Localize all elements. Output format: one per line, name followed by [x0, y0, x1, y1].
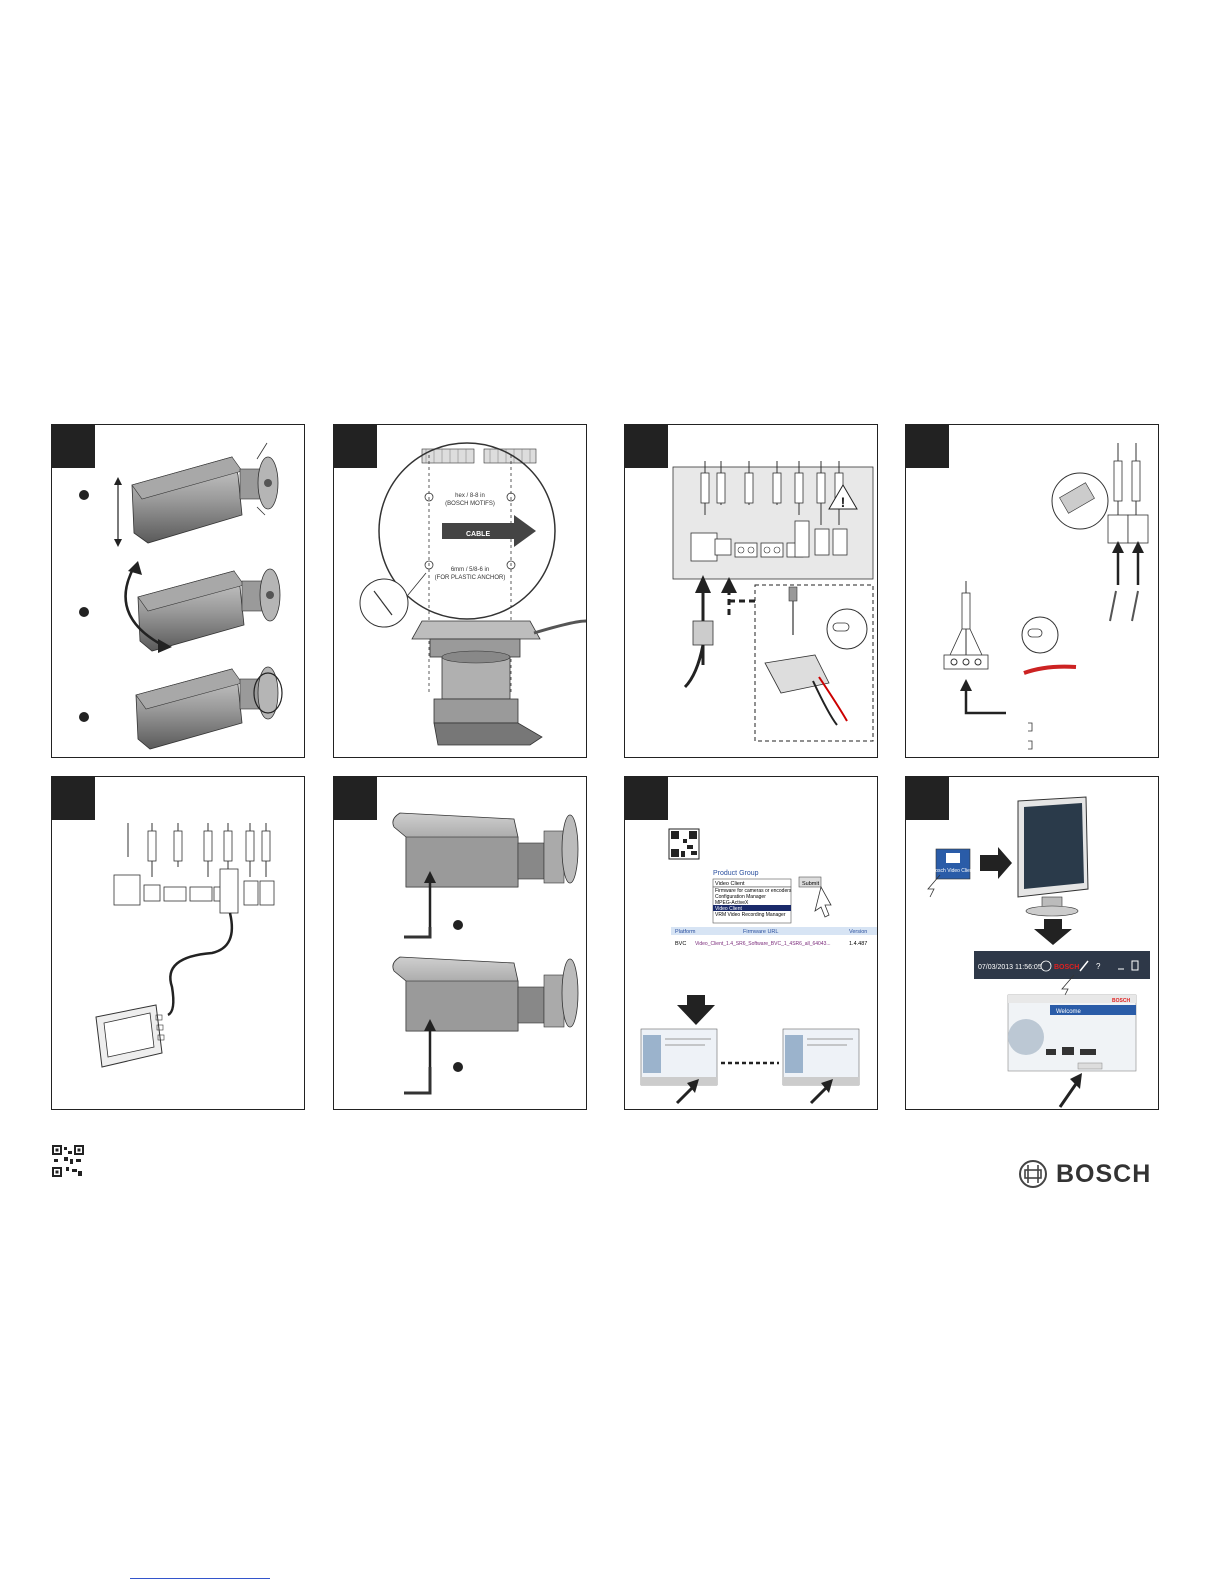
dropdown-option[interactable]: Firmware for cameras or encoders — [715, 888, 792, 894]
step-3-tab — [625, 425, 668, 468]
help-icon[interactable]: ? — [1096, 962, 1101, 971]
down-arrow-icon — [677, 1005, 715, 1025]
select-value: Video Client — [715, 881, 745, 887]
welcome-title: Welcome — [1056, 1009, 1082, 1015]
red-wire-icon — [1023, 664, 1077, 675]
wiring-illustration: ! — [672, 461, 874, 742]
cable-arrow-icon — [442, 515, 536, 547]
step-4-panel — [905, 424, 1159, 758]
camera-3-icon — [135, 666, 283, 750]
step-1-bullet-icon — [453, 920, 463, 930]
camera-adjust-illustration — [79, 442, 283, 750]
installer-screen-1 — [640, 1028, 718, 1086]
firmware-link[interactable]: Video_Client_1.4_SR6_Software_BVC_1_4SR6… — [695, 941, 831, 947]
svg-text:!: ! — [841, 494, 846, 510]
warning-icon — [828, 484, 858, 510]
dropdown-option[interactable]: Configuration Manager — [715, 894, 766, 900]
terminal-block-icon — [764, 654, 830, 694]
mount-base-icon — [411, 619, 586, 746]
step-5-tab — [52, 777, 95, 820]
footer-link-underline — [130, 1578, 270, 1579]
click-arrow-icon — [1058, 1080, 1080, 1108]
down-arrow-icon — [1034, 929, 1072, 945]
bosch-footer-logo: BOSCH — [1018, 1156, 1151, 1192]
step-2-bullet-icon — [453, 1062, 463, 1072]
strip-wire-icon — [826, 608, 868, 650]
dropdown-option[interactable]: VRM Video Recording Manager — [715, 912, 786, 918]
hole-size-label: hex / 8-8 in — [455, 493, 485, 499]
bosch-armature-icon — [1019, 1160, 1047, 1188]
cursor-icon — [814, 885, 832, 918]
table-header-platform: Platform — [675, 929, 696, 935]
camera-2-icon — [137, 568, 281, 652]
step-6-panel — [333, 776, 587, 1110]
exit-icon[interactable] — [1131, 960, 1139, 971]
settings-wrench-icon[interactable] — [1079, 960, 1089, 972]
step-4-tab — [906, 425, 949, 468]
client-toolbar — [974, 951, 1150, 979]
installer-screen-2 — [782, 1028, 860, 1086]
mounting-template-illustration: hex / 8-8 in (BOSCH MOTIFS) CABLE 6mm / … — [359, 442, 586, 746]
step-1-bullet-icon — [79, 490, 89, 500]
step-2-panel: hex / 8-8 in (BOSCH MOTIFS) CABLE 6mm / … — [333, 424, 587, 758]
rj45-connector — [113, 874, 141, 906]
alarm-terminal-icon — [943, 654, 989, 670]
client-brand: BOSCH — [1054, 964, 1079, 971]
launch-client-illustration: Bosch Video Client 07/03/2013 11:56:05 B… — [927, 796, 1150, 1108]
cable-label: CABLE — [466, 531, 490, 538]
step-8-tab — [906, 777, 949, 820]
step-2-tab — [334, 425, 377, 468]
camera-side-1-icon — [392, 812, 579, 888]
monitor-cable — [167, 912, 234, 1017]
step-2-bullet-icon — [79, 607, 89, 617]
step-1-tab — [52, 425, 95, 468]
bosch-wordmark: BOSCH — [1056, 1159, 1152, 1188]
focus-adjust-illustration — [392, 812, 579, 1095]
allen-key-icon — [404, 927, 432, 939]
camera-side-2-icon — [392, 956, 579, 1032]
bosch-logo-icon — [1040, 960, 1052, 972]
anchor-size-label: 6mm / 5/8-6 in — [451, 567, 489, 573]
step-7-tab — [625, 777, 668, 820]
table-cell: BVC — [675, 941, 686, 947]
welcome-button[interactable] — [1077, 1062, 1103, 1070]
welcome-brand: BOSCH — [1112, 998, 1130, 1004]
drill-detail-icon — [359, 578, 409, 628]
qr-code-icon — [52, 1145, 84, 1177]
dropdown-option[interactable]: Video Client — [715, 906, 742, 912]
step-5-panel — [51, 776, 305, 1110]
dropdown-option[interactable]: MPEG-ActiveX — [715, 900, 749, 906]
step-3-bullet-icon — [79, 712, 89, 722]
strip-wire-icon — [1021, 616, 1059, 654]
monitor-connection-illustration — [95, 823, 275, 1068]
monitor-icon — [1017, 796, 1089, 917]
template-circle — [378, 442, 556, 620]
welcome-screen: BOSCH Welcome — [1007, 994, 1137, 1072]
detail-box — [754, 584, 874, 742]
submit-label: Submit — [802, 881, 820, 887]
product-group-label: Product Group — [713, 870, 759, 877]
software-download-illustration: Product Group Video Client Firmware for … — [640, 828, 877, 1105]
submit-button[interactable] — [798, 876, 822, 888]
right-arrow-icon — [980, 847, 1012, 879]
step-3-panel: ! — [624, 424, 878, 758]
table-cell: 1.4.487 — [849, 941, 867, 947]
table-header-version: Version — [849, 929, 867, 935]
step-7-panel: Product Group Video Client Firmware for … — [624, 776, 878, 1110]
qr-code-icon — [668, 828, 700, 860]
desktop-icon-label: Bosch Video Client — [932, 868, 975, 874]
camera-1-icon — [131, 442, 279, 544]
rotate-arrow-icon — [124, 566, 163, 647]
hole-size-sublabel: (BOSCH MOTIFS) — [445, 501, 495, 507]
rj45-connector — [690, 532, 718, 562]
step-1-panel — [51, 424, 305, 758]
table-header-url: Firmware URL — [743, 929, 778, 935]
anchor-size-sublabel: (FOR PLASTIC ANCHOR) — [435, 575, 506, 581]
table-header — [671, 927, 877, 935]
step-8-panel: Bosch Video Client 07/03/2013 11:56:05 B… — [905, 776, 1159, 1110]
client-timestamp: 07/03/2013 11:56:05 — [978, 964, 1042, 971]
audio-connection-illustration — [943, 443, 1149, 750]
step-6-tab — [334, 777, 377, 820]
